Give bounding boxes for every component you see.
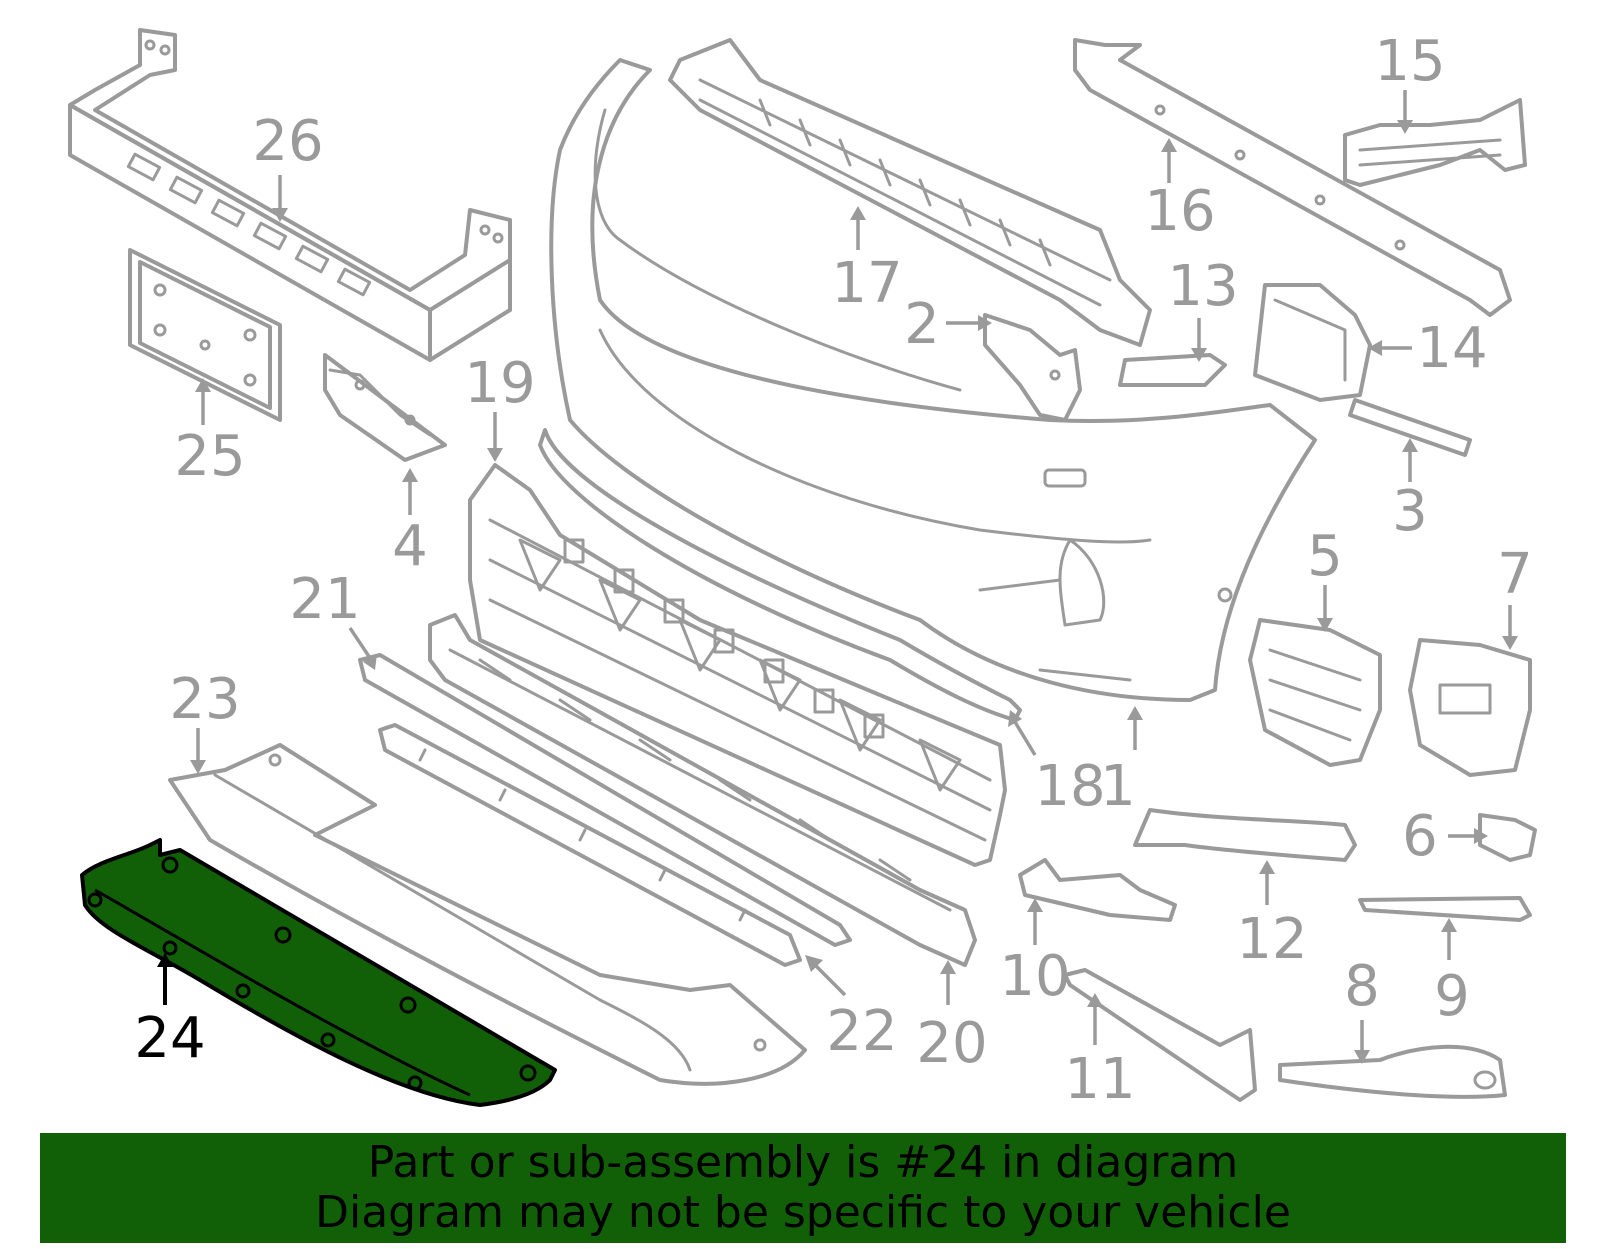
part-19-grille — [468, 463, 1007, 867]
part-18-lower-trim — [538, 428, 1022, 722]
part-21-trim-strip — [358, 653, 852, 947]
callout-8: 8 — [1344, 954, 1380, 1019]
callout-20: 20 — [916, 1011, 987, 1076]
part-25-license-plate-bracket — [128, 248, 282, 422]
part-14-bracket — [1253, 283, 1372, 402]
part-13-cover — [1118, 353, 1227, 387]
callout-19: 19 — [464, 351, 535, 416]
part-10-bracket — [1018, 858, 1177, 922]
callout-14: 14 — [1416, 316, 1487, 381]
callout-labels: 1 2 3 4 5 6 7 8 9 10 11 12 13 14 15 16 1… — [134, 29, 1532, 1112]
callout-26: 26 — [252, 109, 323, 174]
callout-9: 9 — [1434, 964, 1470, 1029]
callout-13: 13 — [1167, 254, 1238, 319]
part-22-trim-strip — [378, 723, 802, 967]
callout-22: 22 — [826, 999, 897, 1064]
part-16-upper-rail — [1073, 38, 1512, 317]
callout-12: 12 — [1236, 907, 1307, 972]
part-5-fog-bracket — [1248, 618, 1382, 767]
callout-18: 18 — [1034, 754, 1105, 819]
part-26-reinforcement-beam — [68, 28, 512, 362]
callout-4: 4 — [392, 514, 428, 579]
part-2-bracket — [983, 313, 1082, 422]
callout-21: 21 — [289, 567, 360, 632]
part-11-bracket — [1063, 968, 1257, 1102]
banner-line-2: Diagram may not be specific to your vehi… — [315, 1187, 1291, 1238]
callout-1: 1 — [1100, 754, 1136, 819]
part-9-trim — [1358, 896, 1532, 922]
part-7-fog-bracket — [1408, 638, 1532, 777]
callout-24: 24 — [134, 1006, 205, 1071]
callout-2: 2 — [904, 292, 940, 357]
part-3-molding-strip — [1348, 398, 1472, 457]
part-17-energy-absorber — [668, 38, 1152, 347]
leader-arrows — [157, 90, 1518, 1064]
part-12-molding — [1133, 808, 1357, 862]
info-banner: Part or sub-assembly is #24 in diagram D… — [40, 1133, 1566, 1243]
callout-11: 11 — [1064, 1047, 1135, 1112]
callout-15: 15 — [1374, 29, 1445, 94]
callout-16: 16 — [1144, 179, 1215, 244]
part-15-air-deflector — [1343, 98, 1527, 187]
callout-6: 6 — [1402, 804, 1438, 869]
callout-23: 23 — [169, 667, 240, 732]
callout-5: 5 — [1307, 524, 1343, 589]
callout-17: 17 — [831, 251, 902, 316]
banner-line-1: Part or sub-assembly is #24 in diagram — [367, 1137, 1239, 1188]
part-4-bracket — [323, 353, 447, 462]
callout-7: 7 — [1497, 542, 1533, 607]
callout-10: 10 — [999, 944, 1070, 1009]
part-6-clip — [1478, 813, 1537, 862]
part-1-bumper-cover — [549, 58, 1317, 702]
part-23-lower-valance — [168, 743, 807, 1086]
callout-3: 3 — [1392, 479, 1428, 544]
part-24-skid-plate — [80, 838, 557, 1107]
part-8-lamp-bezel — [1278, 1044, 1507, 1099]
part-20-lower-grille — [428, 613, 977, 967]
callout-25: 25 — [174, 424, 245, 489]
